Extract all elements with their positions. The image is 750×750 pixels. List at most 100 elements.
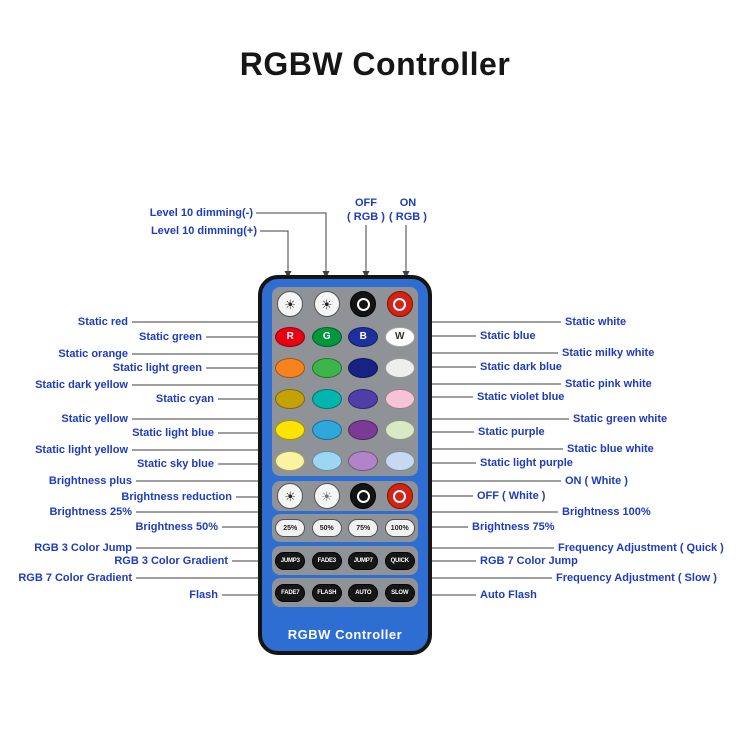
slow-button[interactable]: SLOW bbox=[384, 583, 415, 602]
power-icon bbox=[393, 297, 407, 311]
color-button-static-red[interactable]: R bbox=[275, 326, 306, 347]
label-on-rgb: ON ( RGB ) bbox=[389, 197, 427, 223]
label-static-purple: Static purple bbox=[478, 426, 545, 438]
label-frequency-adjustment-quick: Frequency Adjustment ( Quick ) bbox=[558, 542, 724, 554]
label-rgb3-color-jump: RGB 3 Color Jump bbox=[34, 542, 132, 554]
label-brightness-plus: Brightness plus bbox=[48, 475, 132, 487]
label-static-orange: Static orange bbox=[58, 348, 128, 360]
mode-button-row-2: FADE7 FLASH AUTO SLOW bbox=[272, 578, 418, 607]
dim-plus-button[interactable]: ☀ bbox=[277, 291, 304, 317]
color-button-static-light-yellow[interactable] bbox=[275, 450, 306, 471]
round-button-row-top: ☀ ☀ bbox=[272, 287, 418, 321]
color-button-static-pink-white[interactable] bbox=[384, 388, 415, 409]
remote-brand-label: RGBW Controller bbox=[287, 627, 403, 642]
color-button-static-white[interactable]: W bbox=[384, 326, 415, 347]
label-static-dark-yellow: Static dark yellow bbox=[35, 379, 128, 391]
jump7-button[interactable]: JUMP7 bbox=[348, 551, 379, 570]
brightness-reduction-button[interactable]: ☀ bbox=[313, 483, 340, 509]
color-button-static-sky-blue[interactable] bbox=[311, 450, 342, 471]
color-button-static-green[interactable]: G bbox=[311, 326, 342, 347]
color-button-static-cyan[interactable] bbox=[311, 388, 342, 409]
percent-button-row: 25% 50% 75% 100% bbox=[272, 514, 418, 542]
power-icon bbox=[393, 489, 407, 503]
fade7-button[interactable]: FADE7 bbox=[275, 583, 306, 602]
color-button-static-purple[interactable] bbox=[348, 419, 379, 440]
on-white-button[interactable] bbox=[386, 483, 413, 509]
label-on-white: ON ( White ) bbox=[565, 475, 628, 487]
label-flash: Flash bbox=[189, 589, 218, 601]
label-level10-dimming-plus: Level 10 dimming(+) bbox=[150, 225, 257, 237]
label-rgb7-color-jump: RGB 7 Color Jump bbox=[480, 555, 578, 567]
color-button-static-violet-blue[interactable] bbox=[348, 388, 379, 409]
color-button-static-milky-white[interactable] bbox=[384, 357, 415, 378]
brightness-down-icon: ☀ bbox=[320, 296, 333, 312]
brightness-up-icon: ☀ bbox=[284, 488, 297, 504]
color-button-static-dark-blue[interactable] bbox=[348, 357, 379, 378]
label-static-dark-blue: Static dark blue bbox=[480, 361, 562, 373]
color-button-static-dark-yellow[interactable] bbox=[275, 388, 306, 409]
label-static-light-purple: Static light purple bbox=[480, 457, 573, 469]
brightness-50-button[interactable]: 50% bbox=[311, 519, 342, 537]
round-button-row-bottom: ☀ ☀ bbox=[272, 481, 418, 511]
label-static-yellow: Static yellow bbox=[61, 413, 128, 425]
label-rgb7-color-gradient: RGB 7 Color Gradient bbox=[18, 572, 132, 584]
auto-button[interactable]: AUTO bbox=[348, 583, 379, 602]
mode-button-row-1: JUMP3 FADE3 JUMP7 QUICK bbox=[272, 546, 418, 575]
label-brightness-100: Brightness 100% bbox=[562, 506, 651, 518]
label-static-white: Static white bbox=[565, 316, 627, 328]
color-button-static-blue[interactable]: B bbox=[348, 326, 379, 347]
label-static-blue-white: Static blue white bbox=[567, 443, 654, 455]
label-static-blue: Static blue bbox=[480, 330, 536, 342]
label-level10-dimming-minus: Level 10 dimming(-) bbox=[149, 207, 253, 219]
color-button-static-light-blue[interactable] bbox=[311, 419, 342, 440]
label-static-pink-white: Static pink white bbox=[565, 378, 652, 390]
label-frequency-adjustment-slow: Frequency Adjustment ( Slow ) bbox=[556, 572, 717, 584]
on-rgb-button[interactable] bbox=[386, 291, 413, 317]
brightness-100-button[interactable]: 100% bbox=[384, 519, 415, 537]
off-white-button[interactable] bbox=[350, 483, 377, 509]
label-static-sky-blue: Static sky blue bbox=[136, 458, 214, 470]
off-rgb-button[interactable] bbox=[350, 291, 377, 317]
color-button-static-light-green[interactable] bbox=[311, 357, 342, 378]
color-button-static-green-white[interactable] bbox=[384, 419, 415, 440]
label-static-green: Static green bbox=[139, 331, 202, 343]
label-static-milky-white: Static milky white bbox=[562, 347, 655, 359]
brightness-25-button[interactable]: 25% bbox=[275, 519, 306, 537]
flash-button[interactable]: FLASH bbox=[311, 583, 342, 602]
label-off-rgb: OFF ( RGB ) bbox=[347, 197, 385, 223]
brightness-plus-button[interactable]: ☀ bbox=[277, 483, 304, 509]
power-icon bbox=[356, 489, 370, 503]
label-rgb3-color-gradient: RGB 3 Color Gradient bbox=[114, 555, 228, 567]
color-button-static-orange[interactable] bbox=[275, 357, 306, 378]
color-button-static-yellow[interactable] bbox=[275, 419, 306, 440]
label-off-white: OFF ( White ) bbox=[477, 490, 546, 502]
quick-button[interactable]: QUICK bbox=[384, 551, 415, 570]
brightness-down-icon: ☀ bbox=[320, 488, 333, 504]
fade3-button[interactable]: FADE3 bbox=[311, 551, 342, 570]
power-icon bbox=[356, 297, 370, 311]
label-static-red: Static red bbox=[77, 316, 128, 328]
label-static-light-green: Static light green bbox=[112, 362, 202, 374]
label-auto-flash: Auto Flash bbox=[480, 589, 537, 601]
dim-minus-button[interactable]: ☀ bbox=[313, 291, 340, 317]
label-brightness-50: Brightness 50% bbox=[135, 521, 218, 533]
color-button-static-blue-white[interactable] bbox=[384, 450, 415, 471]
brightness-75-button[interactable]: 75% bbox=[348, 519, 379, 537]
color-button-static-light-purple[interactable] bbox=[348, 450, 379, 471]
color-row-3 bbox=[272, 383, 418, 414]
jump3-button[interactable]: JUMP3 bbox=[275, 551, 306, 570]
label-brightness-reduction: Brightness reduction bbox=[121, 491, 232, 503]
color-row-2 bbox=[272, 352, 418, 383]
label-brightness-75: Brightness 75% bbox=[472, 521, 555, 533]
color-row-5 bbox=[272, 445, 418, 476]
label-static-cyan: Static cyan bbox=[155, 393, 214, 405]
label-static-green-white: Static green white bbox=[573, 413, 668, 425]
brightness-up-icon: ☀ bbox=[284, 296, 297, 312]
label-static-light-blue: Static light blue bbox=[132, 427, 214, 439]
label-static-light-yellow: Static light yellow bbox=[35, 444, 128, 456]
color-row-4 bbox=[272, 414, 418, 445]
label-static-violet-blue: Static violet blue bbox=[477, 391, 565, 403]
